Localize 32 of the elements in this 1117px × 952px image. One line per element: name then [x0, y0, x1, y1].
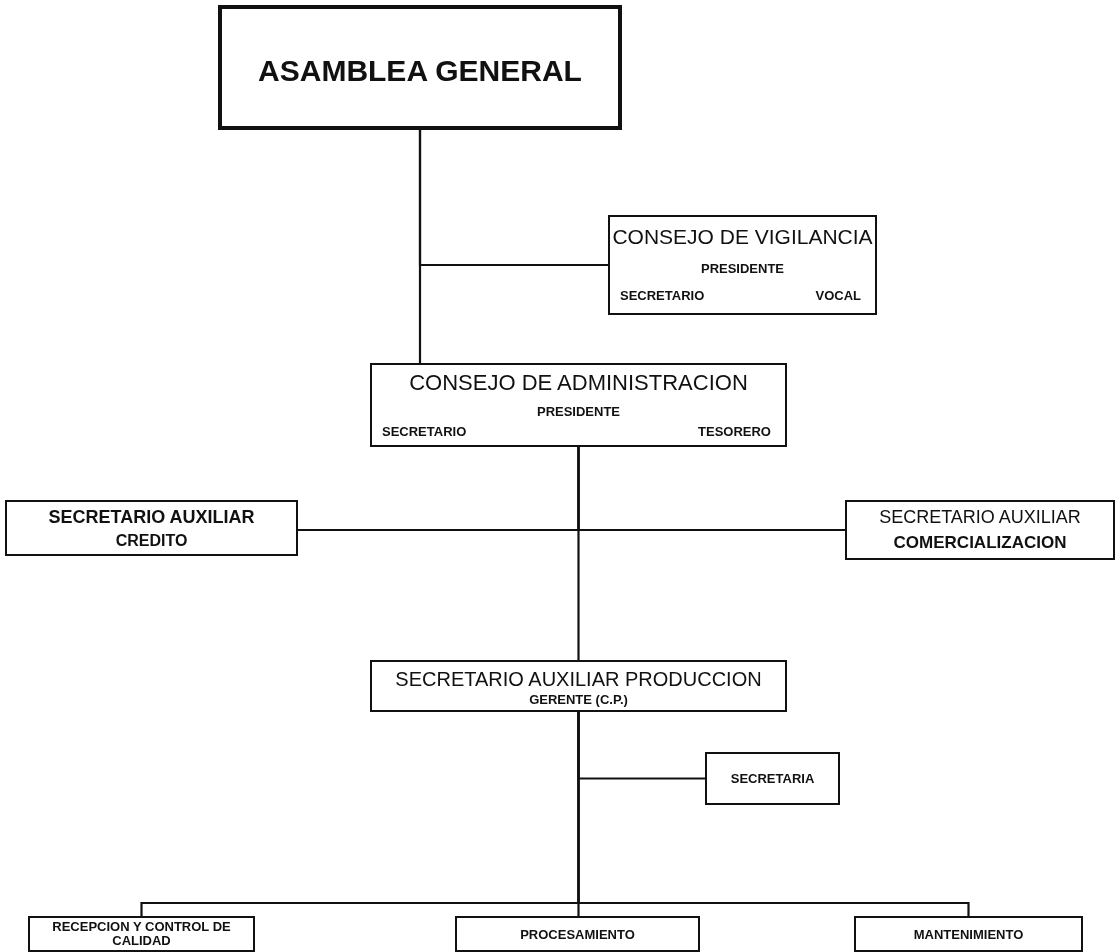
role-label: PRESIDENTE: [536, 405, 621, 420]
unit-title: SECRETARIO AUXILIAR: [48, 508, 255, 528]
role-label: SECRETARIO: [620, 289, 705, 304]
role-label: PRESIDENTE: [700, 262, 785, 277]
org-box: [370, 660, 787, 712]
unit-title: PROCESAMIENTO: [520, 928, 635, 943]
role-label: TESORERO: [698, 425, 771, 440]
unit-title: MANTENIMIENTO: [913, 928, 1024, 943]
org-box: [854, 916, 1083, 952]
connector-line: [577, 447, 580, 660]
org-box: [28, 916, 255, 952]
connector-line: [577, 712, 970, 916]
assembly-box: [218, 5, 622, 130]
org-box: [370, 363, 787, 447]
org-box: [455, 916, 700, 952]
org-box: [608, 215, 877, 315]
unit-title: RECEPCION Y CONTROL DE CALIDAD: [51, 920, 232, 949]
role-label: CREDITO: [115, 532, 188, 550]
role-label: GERENTE (C.P.): [529, 693, 628, 708]
unit-title: SECRETARIO AUXILIAR: [879, 508, 1081, 528]
role-label: SECRETARIO: [382, 425, 467, 440]
unit-title: SECRETARIO AUXILIAR PRODUCCION: [395, 668, 762, 690]
unit-title: CONSEJO DE VIGILANCIA: [612, 225, 873, 249]
org-box: [5, 500, 298, 556]
org-box: [705, 752, 840, 805]
unit-title: CONSEJO DE ADMINISTRACION: [409, 371, 748, 396]
org-box: [845, 500, 1115, 560]
role-label: COMERCIALIZACION: [893, 534, 1067, 553]
connector-line: [418, 130, 608, 267]
role-label: VOCAL: [815, 289, 861, 304]
unit-title: SECRETARIA: [730, 772, 815, 787]
unit-title: ASAMBLEA GENERAL: [258, 54, 582, 87]
